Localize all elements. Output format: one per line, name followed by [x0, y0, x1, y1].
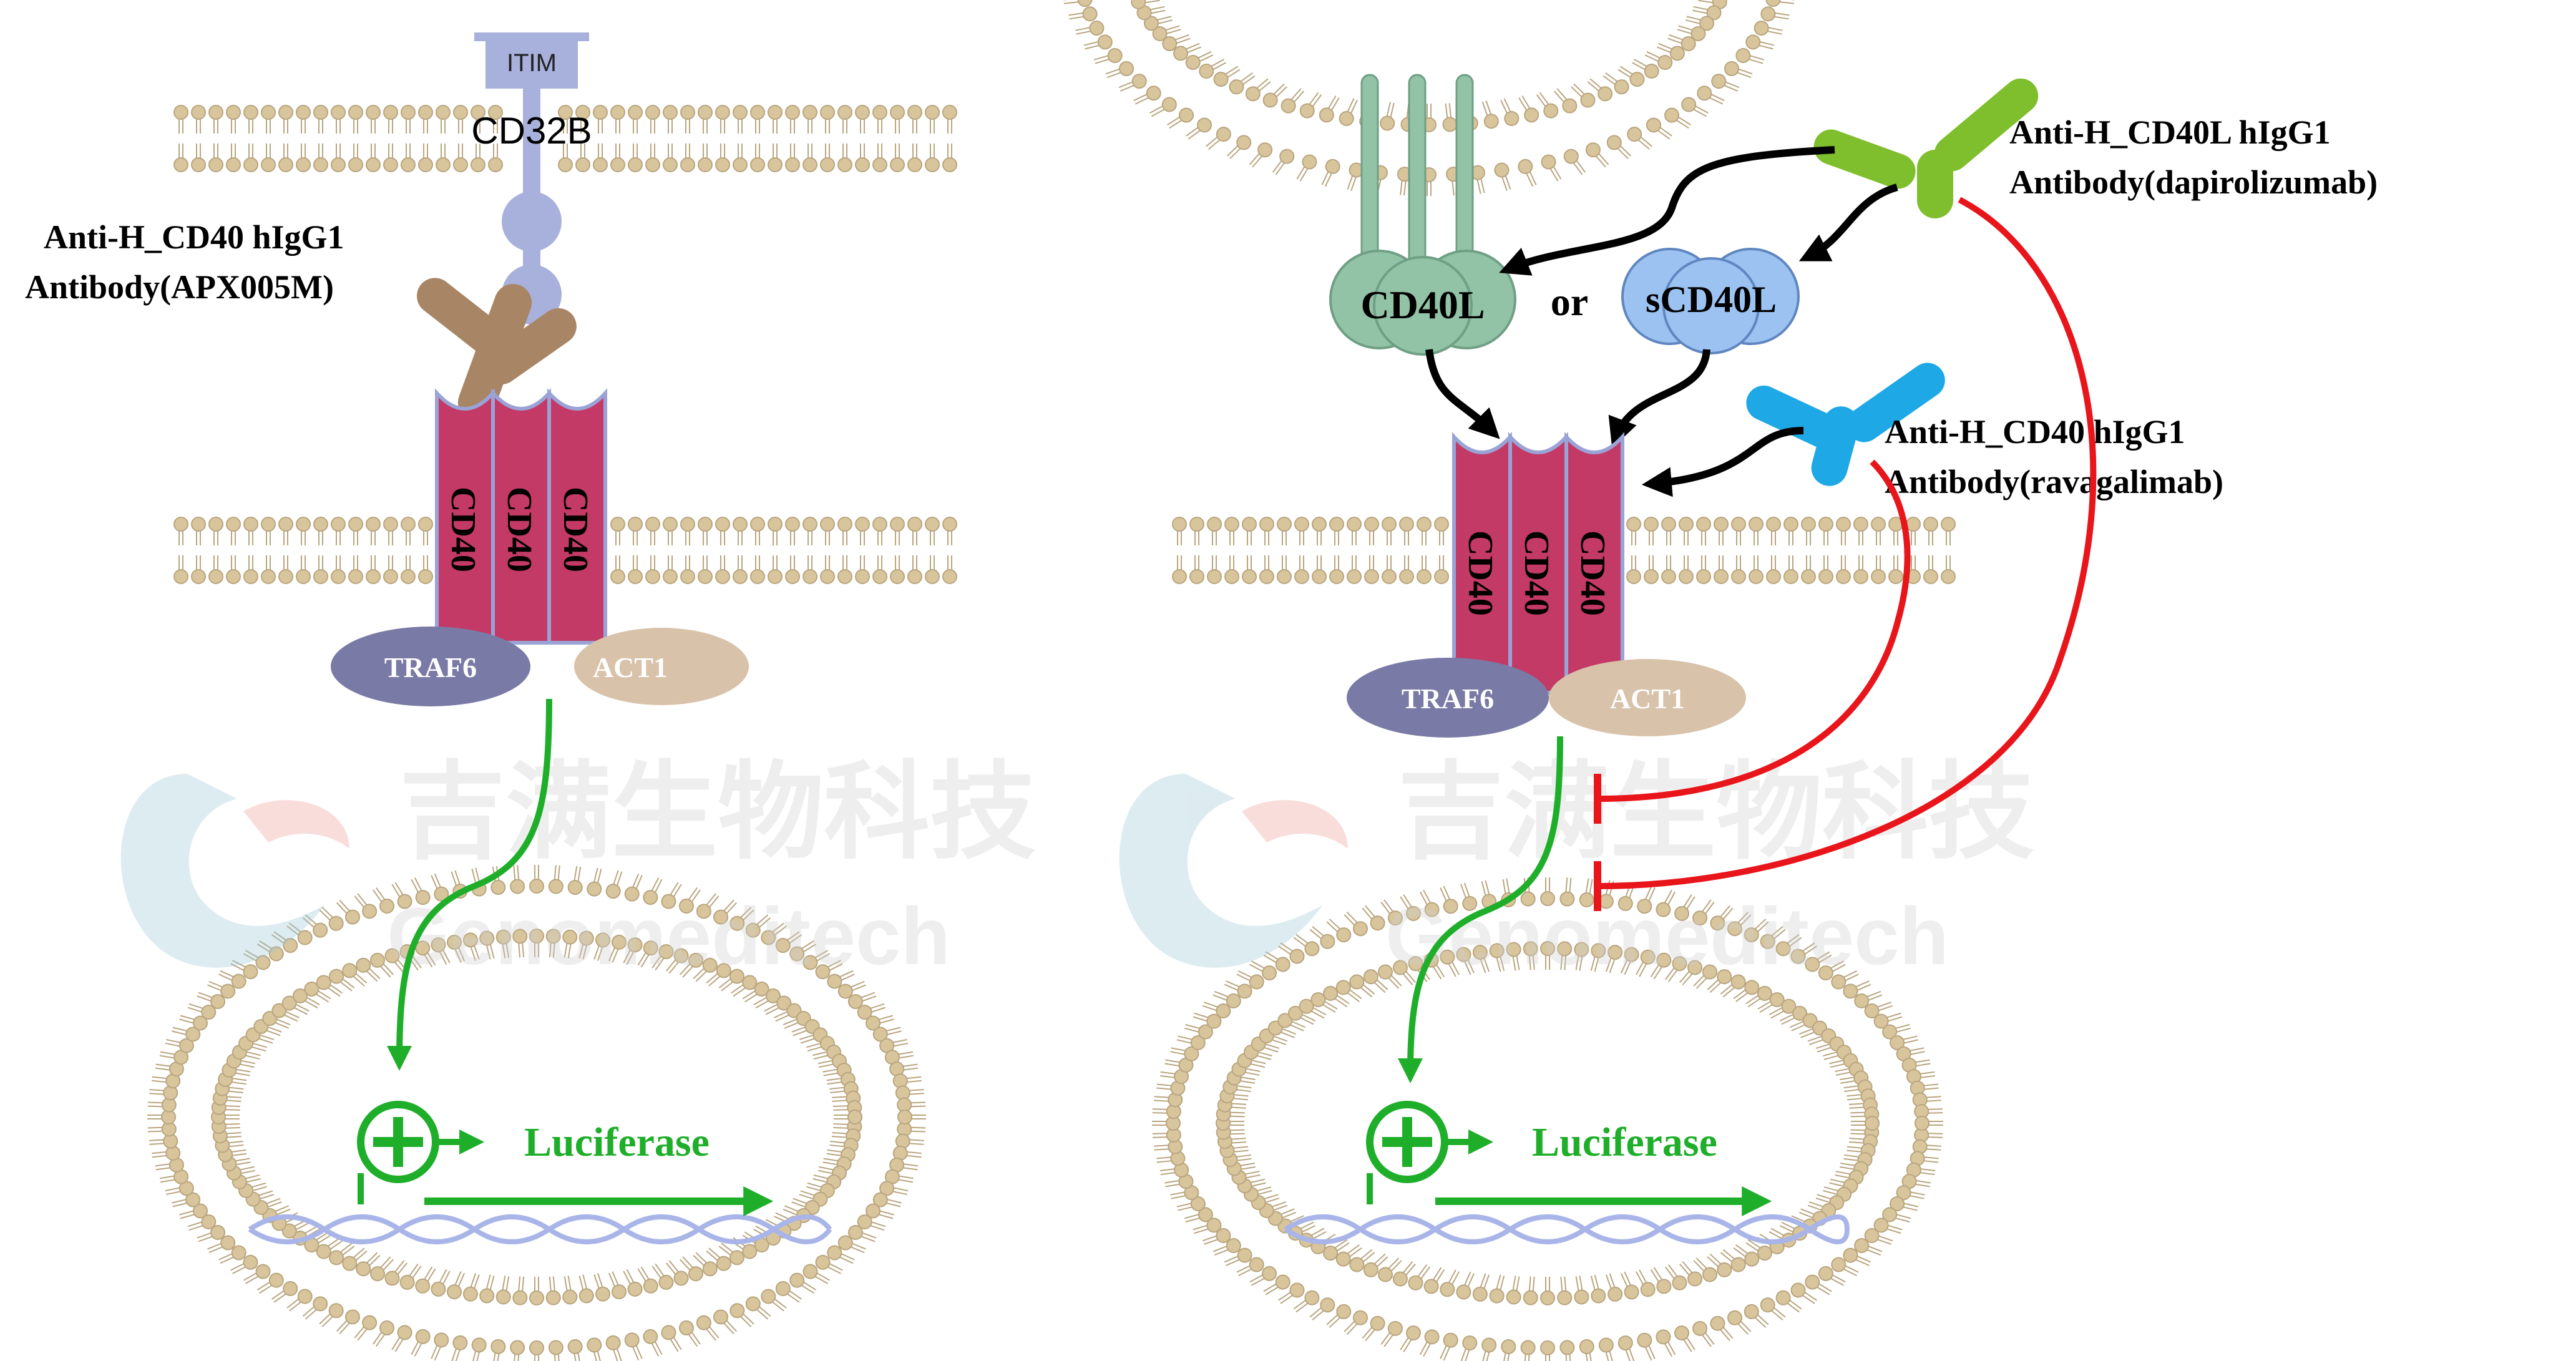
reporter-left: Luciferase — [248, 1101, 832, 1244]
scd40l-trimer: sCD40L — [1621, 248, 1800, 354]
itim-label: ITIM — [507, 49, 557, 77]
cd40-trimer-left: CD40 CD40 CD40 — [435, 388, 607, 645]
apx005m-antibody-icon — [416, 278, 577, 421]
arrow-scd40l-to-cd40 — [1608, 349, 1710, 448]
traf6-act1-left: TRAF6 ACT1 — [331, 627, 749, 706]
dna-helix-icon — [248, 1214, 832, 1244]
signal-arrow-left — [387, 698, 552, 1071]
cd40-label: CD40 — [1573, 530, 1612, 616]
watermark-logo-swoosh-icon — [243, 800, 349, 849]
act1-protein — [1549, 659, 1746, 736]
apc-membrane-top — [1063, 0, 1795, 196]
apx005m-label-line2: Antibody(APX005M) — [25, 268, 334, 306]
reporter-right: Luciferase — [1284, 1101, 1850, 1244]
inhibition-line-dapirolizumab — [1597, 197, 2097, 889]
luciferase-label: Luciferase — [524, 1120, 710, 1165]
dapirolizumab-label-line2: Antibody(dapirolizumab) — [2009, 163, 2378, 201]
watermark-left: 吉满生物科技 Genomeditech — [120, 753, 1036, 982]
ravagalimab-antibody-icon — [1746, 363, 1945, 486]
traf6-protein — [331, 627, 530, 706]
nucleus-membrane-left — [147, 865, 926, 1361]
watermark-cn: 吉满生物科技 — [1398, 753, 2034, 872]
traf6-label: TRAF6 — [384, 651, 477, 683]
traf6-act1-right: TRAF6 ACT1 — [1347, 658, 1746, 738]
signal-arrow-right — [1398, 736, 1563, 1083]
act1-protein — [574, 628, 749, 705]
plasma-membrane-cd40-right — [1172, 517, 1956, 584]
cd40l-trimer: CD40L — [1329, 74, 1516, 356]
cd40-label: CD40 — [1517, 530, 1556, 616]
cd40-label: CD40 — [556, 487, 595, 572]
arrow-cd40l-to-cd40 — [1425, 349, 1500, 439]
watermark-right: 吉满生物科技 Genomeditech — [1119, 753, 2034, 982]
act1-label: ACT1 — [593, 651, 668, 683]
ravagalimab-label-line1: Anti-H_CD40 hIgG1 — [1885, 413, 2185, 451]
plasma-membrane-cd40-left — [173, 517, 957, 584]
watermark-logo-icon — [120, 774, 324, 968]
dapirolizumab-label-line1: Anti-H_CD40L hIgG1 — [2009, 114, 2331, 151]
cd40-label: CD40 — [1461, 530, 1500, 616]
arrow-dapirolizumab-to-scd40l — [1798, 183, 1898, 261]
watermark-cn: 吉满生物科技 — [399, 753, 1036, 872]
traf6-label: TRAF6 — [1402, 683, 1494, 715]
arrow-dapirolizumab-to-cd40l — [1499, 146, 1835, 276]
act1-label: ACT1 — [1610, 683, 1685, 715]
luciferase-label: Luciferase — [1532, 1120, 1717, 1165]
cell-membranes — [147, 0, 1956, 1361]
inhibition-line-ravagalimab — [1597, 459, 1911, 802]
cd32b-label: CD32B — [471, 110, 592, 152]
apx005m-label-line1: Anti-H_CD40 hIgG1 — [44, 218, 344, 256]
itim-cap — [474, 32, 589, 41]
watermark-logo-swoosh-icon — [1242, 800, 1348, 849]
traf6-protein — [1347, 658, 1549, 738]
nucleus-membrane-right — [1152, 877, 1943, 1361]
cd40-label: CD40 — [500, 487, 539, 572]
dapirolizumab-antibody-icon — [1813, 78, 2039, 218]
ravagalimab-label-line2: Antibody(ravagalimab) — [1885, 463, 2223, 500]
or-label: or — [1551, 280, 1588, 324]
watermark-en: Genomeditech — [1385, 890, 1949, 982]
dna-helix-icon — [1284, 1214, 1850, 1244]
cd40-trimer-right: CD40 CD40 CD40 — [1452, 432, 1624, 695]
cd40-label: CD40 — [444, 487, 482, 572]
watermark-en: Genomeditech — [387, 890, 950, 982]
watermark-logo-icon — [1119, 774, 1323, 968]
cd40l-label: CD40L — [1360, 283, 1485, 327]
cd32b-domain — [502, 192, 562, 251]
plasma-membrane-top-left — [173, 105, 957, 172]
itim-box — [485, 36, 578, 89]
scd40l-label: sCD40L — [1646, 279, 1777, 320]
arrow-ravagalimab-to-cd40 — [1641, 427, 1804, 497]
cd32b-receptor: ITIM CD32B — [471, 32, 592, 324]
